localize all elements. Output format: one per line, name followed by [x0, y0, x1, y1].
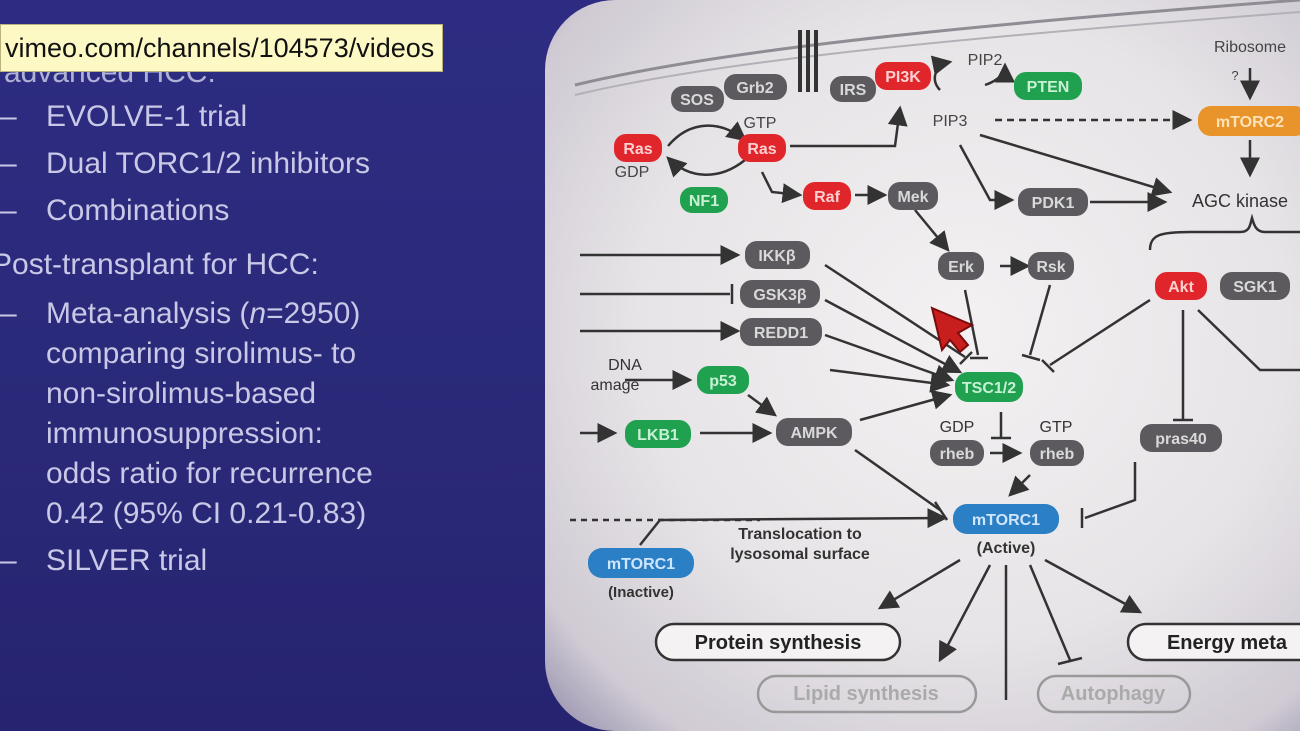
label-sgk1: SGK1 [1233, 279, 1277, 296]
link-url-tooltip: vimeo.com/channels/104573/videos [0, 24, 444, 72]
label-inactive: (Inactive) [608, 584, 674, 601]
label-raf: Raf [814, 189, 840, 206]
node-pi3k [875, 62, 931, 90]
label-lipid-synthesis: Lipid synthesis [793, 683, 939, 705]
label-lysosomal-surface: lysosomal surface [730, 546, 870, 563]
bullet-combinations: – Combinations [0, 194, 230, 227]
label-ras-gtp: Ras [747, 141, 776, 158]
label-dna: DNA [608, 357, 642, 374]
meta-line-3: non-sirolimus-based [46, 377, 317, 410]
node-grb2 [724, 74, 787, 100]
bullet-dual-torc: – Dual TORC1/2 inhibitors [0, 147, 371, 180]
node-pdk1 [1018, 188, 1088, 216]
label-tsc1-2: TSC1/2 [962, 380, 1016, 397]
section-post-transplant: Post-transplant for HCC: [0, 248, 319, 281]
label-gdp-rheb: GDP [940, 419, 975, 436]
node-nf1 [680, 187, 728, 213]
label-mtorc2: mTORC2 [1216, 114, 1284, 131]
label-energy-metabolism: Energy meta [1167, 632, 1288, 654]
label-redd1: REDD1 [754, 325, 808, 342]
node-rsk [1028, 252, 1074, 280]
label-active: (Active) [977, 540, 1036, 557]
node-mtorc2 [1198, 106, 1300, 136]
node-lkb1 [625, 420, 691, 448]
label-mtorc1-inactive: mTORC1 [607, 556, 675, 573]
label-rheb-gtp: rheb [1040, 446, 1075, 463]
label-grb2: Grb2 [736, 80, 773, 97]
label-ampk: AMPK [790, 425, 838, 442]
node-mtorc1-inactive [588, 548, 694, 578]
node-erk [938, 252, 984, 280]
node-ikk [745, 241, 810, 269]
node-irs [830, 76, 876, 102]
node-mek [888, 182, 938, 210]
label-ikk: IKKβ [758, 248, 796, 265]
label-agc-kinase: AGC kinase [1192, 191, 1288, 211]
label-pras40: pras40 [1155, 431, 1207, 448]
label-gdp: GDP [615, 164, 650, 181]
label-lkb1: LKB1 [637, 427, 679, 444]
node-rheb-gdp [930, 440, 984, 466]
node-ras-gtp [738, 134, 786, 162]
node-protein-synthesis [654, 622, 902, 662]
meta-line-4: immunosuppression: [46, 417, 323, 450]
node-pras40 [1140, 424, 1222, 452]
label-gtp: GTP [744, 115, 777, 132]
label-question: ? [1231, 68, 1238, 83]
node-raf [803, 182, 851, 210]
label-translocation: Translocation to [738, 526, 862, 543]
label-ribosome: Ribosome [1214, 39, 1286, 56]
label-mek: Mek [897, 189, 928, 206]
node-akt [1155, 272, 1207, 300]
node-p53 [697, 366, 749, 394]
node-ras-gdp [614, 134, 662, 162]
node-rheb-gtp [1030, 440, 1084, 466]
label-rheb-gdp: rheb [940, 446, 975, 463]
label-akt: Akt [1168, 279, 1194, 296]
label-nf1: NF1 [689, 193, 719, 210]
node-lipid-synthesis [756, 674, 978, 714]
pointer-arrow-icon [930, 306, 975, 354]
node-energy-metabolism [1126, 622, 1300, 662]
label-protein-synthesis: Protein synthesis [695, 632, 862, 654]
label-sos: SOS [680, 92, 714, 109]
label-ras-gdp: Ras [623, 141, 652, 158]
node-mtorc1-active [953, 504, 1059, 534]
node-ampk [776, 418, 852, 446]
label-gsk3b: GSK3β [753, 287, 807, 304]
node-sos [671, 86, 724, 112]
node-tsc1-2 [955, 372, 1023, 402]
label-pip3: PIP3 [933, 113, 968, 130]
node-pten [1014, 72, 1082, 100]
label-p53: p53 [709, 373, 737, 390]
label-pi3k: PI3K [885, 69, 921, 86]
label-irs: IRS [840, 82, 867, 99]
bullet-silver: – SILVER trial [0, 544, 208, 577]
label-gtp-rheb: GTP [1040, 419, 1073, 436]
node-gsk3b [740, 280, 820, 308]
label-mtorc1-active: mTORC1 [972, 512, 1040, 529]
bullet-evolve: – EVOLVE-1 trial [0, 100, 248, 133]
node-sgk1 [1220, 272, 1290, 300]
meta-line-2: comparing sirolimus- to [46, 337, 357, 370]
label-autophagy: Autophagy [1061, 683, 1166, 705]
label-rsk: Rsk [1036, 259, 1065, 276]
meta-line-5: odds ratio for recurrence [46, 457, 373, 490]
label-pdk1: PDK1 [1032, 195, 1075, 212]
pathway-diagram-panel: SOS Grb2 IRS PI3K PIP2 PTEN PIP3 Ribosom… [545, 0, 1300, 731]
bullet-meta-analysis: – Meta-analysis (n=2950) [0, 297, 361, 330]
mtor-pathway-diagram: SOS Grb2 IRS PI3K PIP2 PTEN PIP3 Ribosom… [570, 0, 1300, 714]
label-erk: Erk [948, 259, 974, 276]
node-redd1 [740, 318, 822, 346]
meta-line-6: 0.42 (95% CI 0.21-0.83) [46, 497, 367, 530]
label-pten: PTEN [1027, 79, 1070, 96]
node-autophagy [1036, 674, 1192, 714]
label-damage: amage [591, 377, 640, 394]
label-pip2: PIP2 [968, 52, 1003, 69]
